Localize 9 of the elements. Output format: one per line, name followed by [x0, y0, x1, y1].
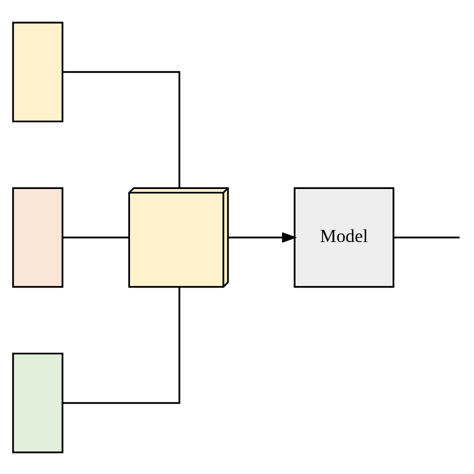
arrow — [228, 232, 298, 242]
node-box: Model — [294, 186, 394, 288]
node-box — [12, 21, 64, 122]
connector — [62, 236, 129, 238]
connector — [394, 236, 460, 238]
connector — [62, 70, 180, 188]
node-box — [12, 352, 64, 453]
connector — [62, 286, 180, 404]
node-box — [12, 186, 64, 288]
